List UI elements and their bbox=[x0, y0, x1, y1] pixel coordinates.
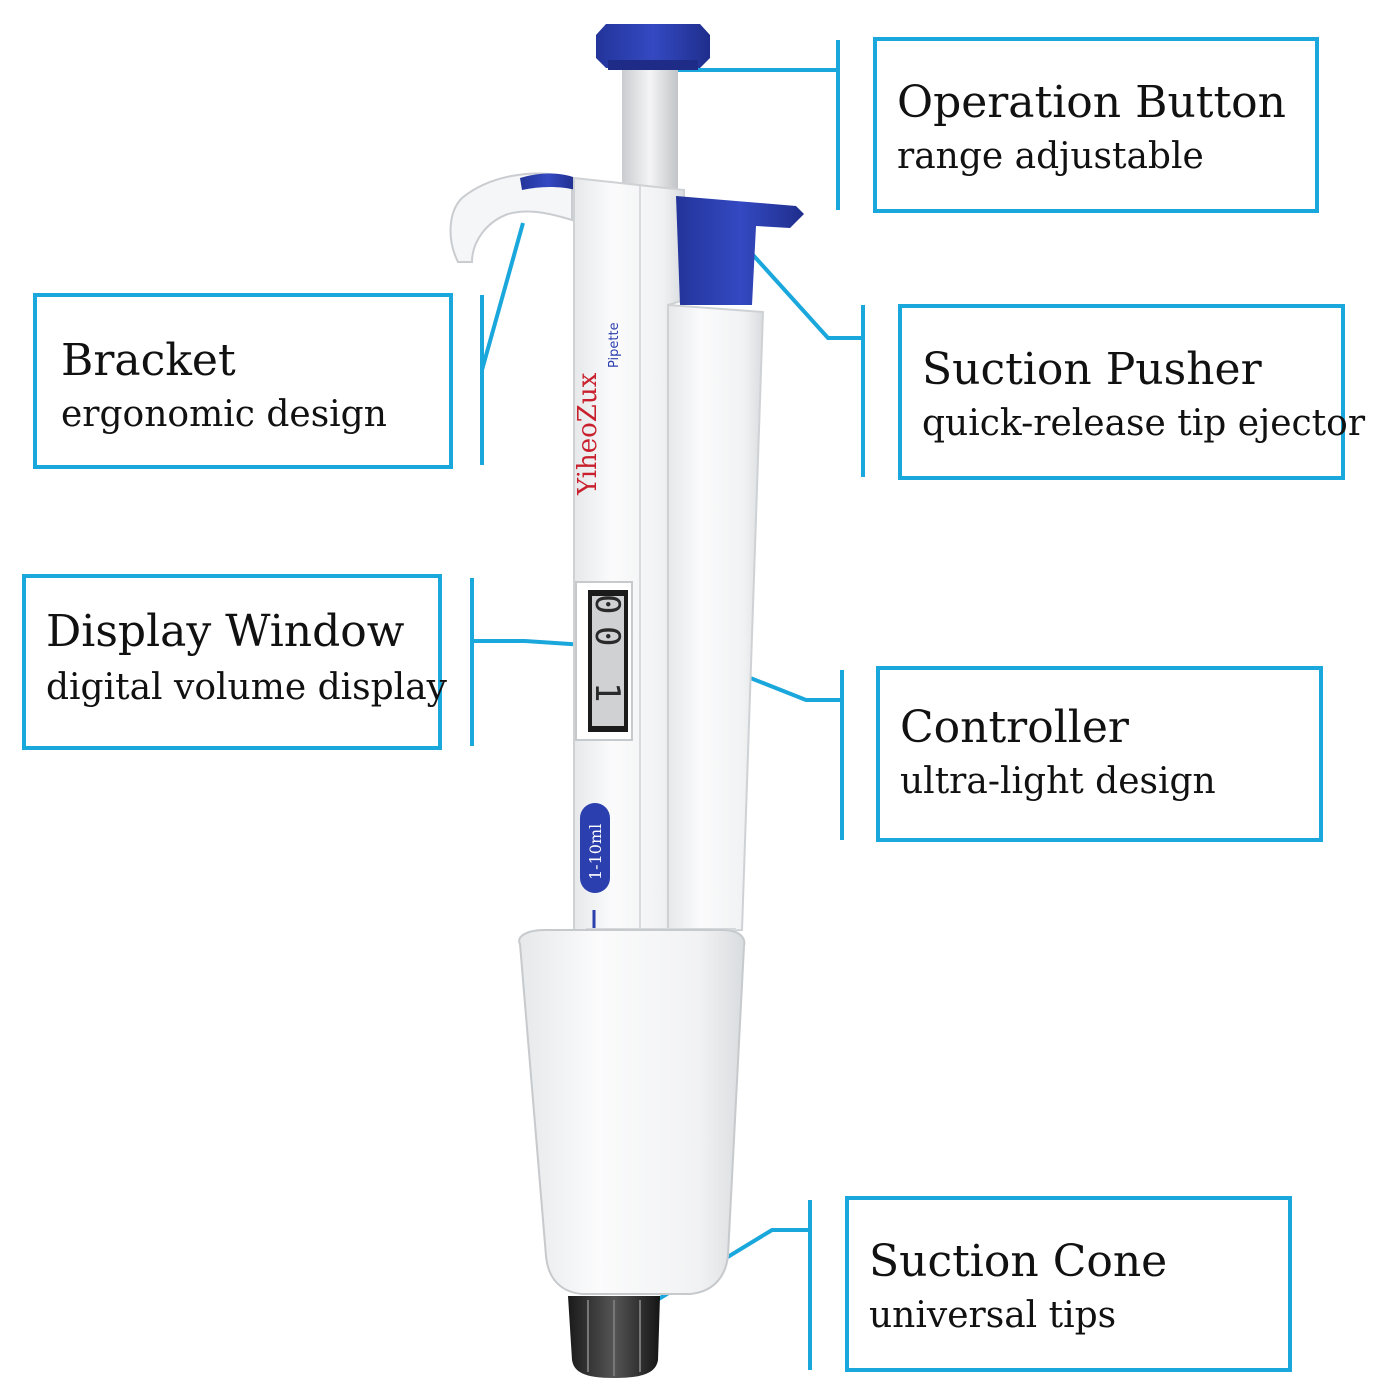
callout-display-subtitle: digital volume display bbox=[46, 667, 447, 708]
suction-cone-part bbox=[518, 928, 746, 1378]
callout-pusher-subtitle: quick-release tip ejector bbox=[922, 403, 1366, 444]
callout-bracket-subtitle: ergonomic design bbox=[61, 394, 387, 435]
brand-model: Pipette bbox=[607, 322, 622, 368]
display-window-part: 1 0 0 bbox=[575, 581, 633, 741]
callout-bracket-title: Bracket bbox=[61, 335, 236, 386]
leader-display bbox=[472, 639, 586, 647]
callout-operation-subtitle: range adjustable bbox=[897, 136, 1204, 177]
display-digit-2: 0 bbox=[587, 626, 627, 646]
controller-part bbox=[667, 303, 765, 937]
callout-cone-title: Suction Cone bbox=[869, 1236, 1168, 1287]
callout-cone-subtitle: universal tips bbox=[869, 1295, 1117, 1336]
operation-button-part bbox=[596, 24, 710, 195]
callout-controller: Controller ultra-light design bbox=[876, 666, 1323, 842]
callout-pusher-title: Suction Pusher bbox=[922, 344, 1262, 395]
callout-operation-button: Operation Button range adjustable bbox=[873, 37, 1319, 213]
callout-operation-title: Operation Button bbox=[897, 77, 1286, 128]
bracket-part bbox=[449, 172, 576, 263]
callout-suction-cone: Suction Cone universal tips bbox=[845, 1196, 1292, 1372]
callout-display-title: Display Window bbox=[46, 606, 405, 657]
brand-label: YiheoZux Pipette bbox=[573, 322, 622, 496]
brand-name: YiheoZux bbox=[573, 372, 603, 496]
callout-controller-subtitle: ultra-light design bbox=[900, 761, 1216, 802]
display-digit-1: 1 bbox=[587, 682, 627, 702]
display-digit-3: 0 bbox=[587, 594, 627, 614]
callout-display-window: Display Window digital volume display bbox=[22, 574, 447, 750]
callout-controller-title: Controller bbox=[900, 702, 1129, 753]
callout-suction-pusher: Suction Pusher quick-release tip ejector bbox=[898, 304, 1365, 480]
leader-bracket bbox=[480, 222, 525, 371]
suction-pusher-part bbox=[676, 196, 804, 305]
range-badge-label: 1-10ml bbox=[586, 824, 605, 880]
leader-pusher bbox=[733, 233, 863, 340]
callout-bracket: Bracket ergonomic design bbox=[33, 293, 453, 469]
